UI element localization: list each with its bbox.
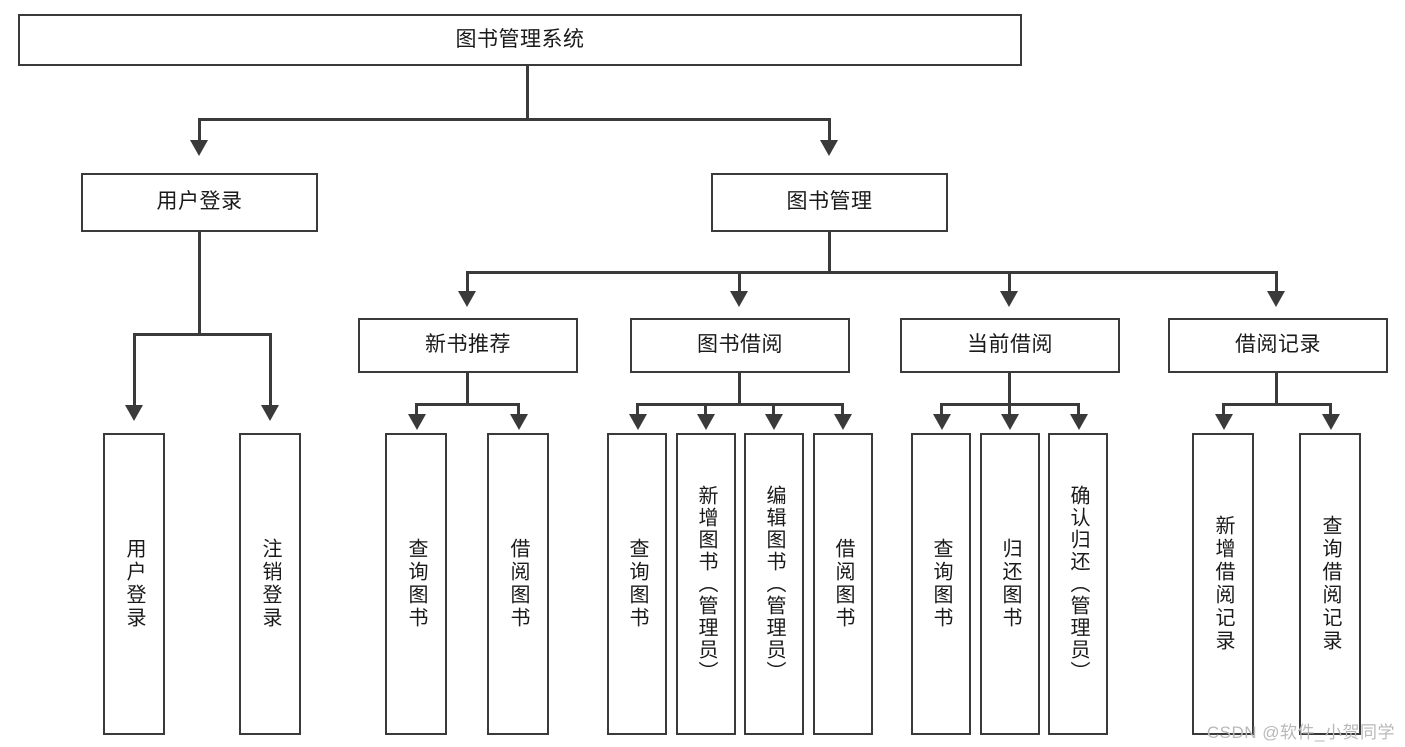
connector-drop-leaf-current-borrow-0 [940, 403, 943, 418]
connector-drop-book-borrow [738, 271, 741, 293]
leaf-label: 查询图书 [626, 538, 648, 630]
connector-level3-bus [466, 271, 1278, 274]
connector-drop-borrow-record [1275, 271, 1278, 293]
leaf-borrow-record-0[interactable]: 新增借阅记录 [1192, 433, 1254, 735]
node-current-borrow[interactable]: 当前借阅 [900, 318, 1120, 373]
node-label: 借阅记录 [1235, 333, 1321, 357]
leaf-label: 查询图书 [405, 538, 427, 630]
connector-user-login-stem [198, 232, 201, 335]
leaf-label: 查询图书 [930, 538, 952, 630]
connector-drop-leaf-current-borrow-2 [1077, 403, 1080, 418]
leaf-book-borrow-1[interactable]: 新增图书（管理员） [676, 433, 736, 735]
leaf-label: 确认归还（管理员） [1067, 485, 1089, 683]
connector-user-login-bus [133, 333, 272, 336]
connector-drop-user-login [198, 118, 201, 143]
leaf-label: 新增借阅记录 [1212, 515, 1234, 653]
leaf-book-borrow-2[interactable]: 编辑图书（管理员） [744, 433, 804, 735]
leaf-user-login-1[interactable]: 注销登录 [239, 433, 301, 735]
leaf-label: 归还图书 [999, 538, 1021, 630]
arrowhead-leaf-book-borrow-3 [834, 414, 852, 430]
leaf-label: 借阅图书 [507, 538, 529, 630]
leaf-new-book-0[interactable]: 查询图书 [385, 433, 447, 735]
arrowhead-leaf-user-login-0 [125, 405, 143, 421]
arrowhead-leaf-book-borrow-0 [629, 414, 647, 430]
node-book-management[interactable]: 图书管理 [711, 173, 948, 232]
arrowhead-borrow-record [1267, 291, 1285, 307]
node-new-book-recommend[interactable]: 新书推荐 [358, 318, 578, 373]
node-label: 图书管理 [786, 190, 873, 214]
connector-drop-leaf-book-borrow-2 [772, 403, 775, 418]
leaf-current-borrow-0[interactable]: 查询图书 [911, 433, 971, 735]
connector-drop-leaf-book-borrow-0 [636, 403, 639, 418]
connector-current-borrow-stem [1008, 373, 1011, 405]
arrowhead-leaf-borrow-record-0 [1215, 414, 1233, 430]
connector-drop-leaf-new-book-0 [415, 403, 418, 418]
leaf-label: 编辑图书（管理员） [763, 485, 785, 683]
connector-level2-bus [198, 118, 831, 121]
connector-book-borrow-stem [738, 373, 741, 405]
arrowhead-leaf-book-borrow-2 [765, 414, 783, 430]
connector-drop-new-book [466, 271, 469, 293]
node-root-system[interactable]: 图书管理系统 [18, 14, 1022, 66]
leaf-borrow-record-1[interactable]: 查询借阅记录 [1299, 433, 1361, 735]
connector-drop-leaf-user-login-1 [269, 333, 272, 408]
node-borrow-record[interactable]: 借阅记录 [1168, 318, 1388, 373]
connector-drop-leaf-user-login-0 [133, 333, 136, 408]
connector-root-stem [526, 66, 529, 118]
leaf-label: 新增图书（管理员） [695, 485, 717, 683]
arrowhead-book-borrow [730, 291, 748, 307]
leaf-current-borrow-1[interactable]: 归还图书 [980, 433, 1040, 735]
arrowhead-leaf-current-borrow-2 [1070, 414, 1088, 430]
node-label: 图书管理系统 [455, 27, 585, 51]
connector-drop-leaf-new-book-1 [517, 403, 520, 418]
connector-new-book-bus [415, 403, 520, 406]
connector-drop-leaf-current-borrow-1 [1008, 403, 1011, 418]
arrowhead-leaf-new-book-0 [408, 414, 426, 430]
leaf-label: 借阅图书 [832, 538, 854, 630]
arrowhead-leaf-book-borrow-1 [697, 414, 715, 430]
arrowhead-leaf-borrow-record-1 [1322, 414, 1340, 430]
leaf-book-borrow-0[interactable]: 查询图书 [607, 433, 667, 735]
arrowhead-leaf-current-borrow-0 [933, 414, 951, 430]
connector-drop-book-manage [828, 118, 831, 143]
arrowhead-new-book [458, 291, 476, 307]
connector-drop-leaf-borrow-record-1 [1329, 403, 1332, 418]
node-label: 当前借阅 [967, 333, 1053, 357]
arrowhead-leaf-user-login-1 [261, 405, 279, 421]
arrowhead-leaf-current-borrow-1 [1001, 414, 1019, 430]
node-label: 图书借阅 [697, 333, 783, 357]
leaf-label: 用户登录 [123, 538, 145, 630]
leaf-user-login-0[interactable]: 用户登录 [103, 433, 165, 735]
connector-drop-leaf-book-borrow-3 [841, 403, 844, 418]
leaf-label: 查询借阅记录 [1319, 515, 1341, 653]
leaf-label: 注销登录 [259, 538, 281, 630]
connector-borrow-record-bus [1222, 403, 1332, 406]
connector-book-borrow-bus [636, 403, 844, 406]
connector-drop-current-borrow [1008, 271, 1011, 293]
connector-borrow-record-stem [1275, 373, 1278, 405]
connector-drop-leaf-book-borrow-1 [704, 403, 707, 418]
leaf-current-borrow-2[interactable]: 确认归还（管理员） [1048, 433, 1108, 735]
leaf-book-borrow-3[interactable]: 借阅图书 [813, 433, 873, 735]
connector-drop-leaf-borrow-record-0 [1222, 403, 1225, 418]
arrowhead-book-manage [820, 140, 838, 156]
node-user-login[interactable]: 用户登录 [81, 173, 318, 232]
connector-book-manage-stem [828, 232, 831, 273]
arrowhead-leaf-new-book-1 [510, 414, 528, 430]
node-label: 新书推荐 [425, 333, 511, 357]
arrowhead-current-borrow [1000, 291, 1018, 307]
connector-new-book-stem [466, 373, 469, 405]
node-book-borrow[interactable]: 图书借阅 [630, 318, 850, 373]
leaf-new-book-1[interactable]: 借阅图书 [487, 433, 549, 735]
node-label: 用户登录 [156, 190, 243, 214]
arrowhead-user-login [190, 140, 208, 156]
